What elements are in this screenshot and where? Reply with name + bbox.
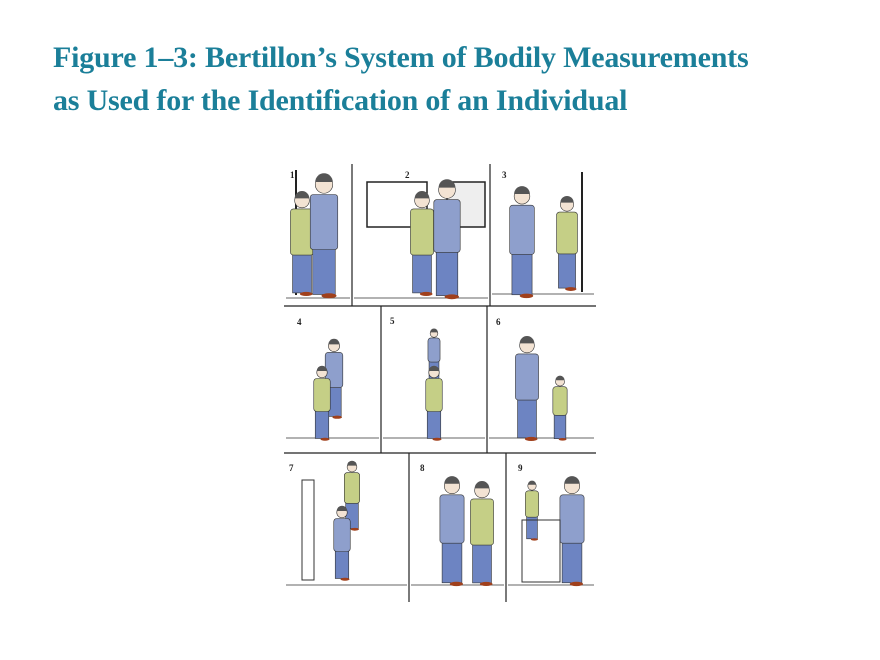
operator-7-torso bbox=[333, 518, 351, 552]
subject-7-hair bbox=[347, 460, 357, 466]
operator-8-torso bbox=[470, 498, 494, 546]
subject-8-torso bbox=[439, 494, 465, 544]
panel-number-8: 8 bbox=[420, 463, 425, 473]
subject-2-hair bbox=[414, 191, 430, 199]
operator-3-hair bbox=[514, 186, 530, 194]
subject-9-trousers bbox=[526, 515, 538, 540]
subject-4-trousers bbox=[314, 409, 330, 439]
operator-6-hair bbox=[519, 336, 535, 344]
operator-3-torso bbox=[509, 204, 535, 255]
operator-5-hair bbox=[430, 328, 438, 333]
operator-5-torso bbox=[427, 337, 441, 363]
subject-4-hair bbox=[316, 365, 328, 371]
operator-4-hair bbox=[328, 338, 340, 345]
subject-6-shoe bbox=[558, 438, 567, 441]
subject-1-shoe bbox=[299, 291, 313, 297]
panel-number-5: 5 bbox=[390, 316, 395, 326]
operator-1-hair bbox=[315, 173, 333, 182]
operator-8-trousers bbox=[472, 542, 492, 584]
subject-7-shoe bbox=[350, 527, 359, 531]
operator-2-hair bbox=[438, 179, 456, 188]
stool bbox=[521, 519, 561, 583]
operator-4-shoe bbox=[332, 415, 342, 419]
subject-6-trousers bbox=[553, 413, 567, 440]
operator-2-torso bbox=[433, 199, 461, 253]
subject-8-trousers bbox=[441, 540, 463, 584]
subject-5-torso bbox=[425, 378, 443, 412]
operator-8-hair bbox=[474, 481, 490, 489]
panel-numbers: 1 2 3 4 5 6 7 8 9 bbox=[289, 170, 523, 473]
ladder bbox=[301, 479, 315, 581]
subject-7-torso bbox=[343, 472, 360, 504]
operator-7-hair bbox=[336, 505, 348, 511]
subject-2-torso bbox=[410, 208, 434, 256]
subject-3-hair bbox=[560, 195, 574, 203]
subject-4-shoe bbox=[320, 437, 330, 441]
panel-number-3: 3 bbox=[502, 170, 507, 180]
operator-9-hair bbox=[564, 476, 580, 484]
operator-2-shoe bbox=[444, 294, 459, 300]
title-line-1: Figure 1–3: Bertillon’s System of Bodily… bbox=[53, 41, 749, 74]
subject-5-trousers bbox=[426, 409, 442, 439]
subject-9-hair bbox=[527, 480, 537, 485]
subject-2-shoe bbox=[419, 291, 433, 297]
title-line-2: as Used for the Identification of an Ind… bbox=[53, 84, 628, 117]
subject-8-hair bbox=[444, 476, 460, 484]
subject-3-trousers bbox=[558, 251, 576, 289]
subject-5-shoe bbox=[432, 437, 442, 441]
panel-number-1: 1 bbox=[290, 170, 295, 180]
bertillon-illustration: 1 2 3 4 5 6 7 8 9 bbox=[284, 164, 596, 602]
operator-6-trousers bbox=[517, 397, 537, 439]
subject-8-shoe bbox=[449, 581, 463, 587]
subject-5-hair bbox=[428, 365, 440, 371]
subject-2-trousers bbox=[412, 252, 432, 294]
operator-9-trousers bbox=[561, 540, 583, 584]
operator-7-shoe bbox=[340, 577, 350, 581]
subject-6-hair bbox=[555, 375, 565, 381]
subject-4-torso bbox=[313, 378, 331, 412]
subject-1-hair bbox=[294, 191, 310, 199]
operator-3-shoe bbox=[519, 293, 534, 299]
panel-number-9: 9 bbox=[518, 463, 523, 473]
operator-3-trousers bbox=[511, 251, 533, 296]
operator-2-trousers bbox=[435, 249, 459, 296]
operator-1-shoe bbox=[321, 293, 337, 299]
subject-1-trousers bbox=[292, 252, 312, 294]
panel-number-7: 7 bbox=[289, 463, 294, 473]
operator-7-trousers bbox=[334, 549, 350, 579]
operator-1-torso bbox=[309, 194, 339, 250]
operator-9-torso bbox=[559, 494, 585, 544]
operator-6-torso bbox=[515, 353, 539, 401]
operator-8-shoe bbox=[479, 581, 493, 587]
subject-9-shoe bbox=[530, 538, 538, 541]
subject-3-shoe bbox=[565, 287, 577, 291]
subject-9-torso bbox=[525, 490, 539, 518]
subject-6-torso bbox=[552, 386, 568, 416]
operator-9-shoe bbox=[569, 581, 583, 587]
panel-number-6: 6 bbox=[496, 317, 501, 327]
panel-number-2: 2 bbox=[405, 170, 410, 180]
slide-title: Figure 1–3: Bertillon’s System of Bodily… bbox=[53, 36, 749, 122]
operator-1-trousers bbox=[312, 246, 336, 295]
panel-number-4: 4 bbox=[297, 317, 302, 327]
panel-grid-lines bbox=[284, 164, 596, 602]
operator-6-shoe bbox=[524, 436, 538, 442]
subject-3-torso bbox=[556, 211, 578, 255]
